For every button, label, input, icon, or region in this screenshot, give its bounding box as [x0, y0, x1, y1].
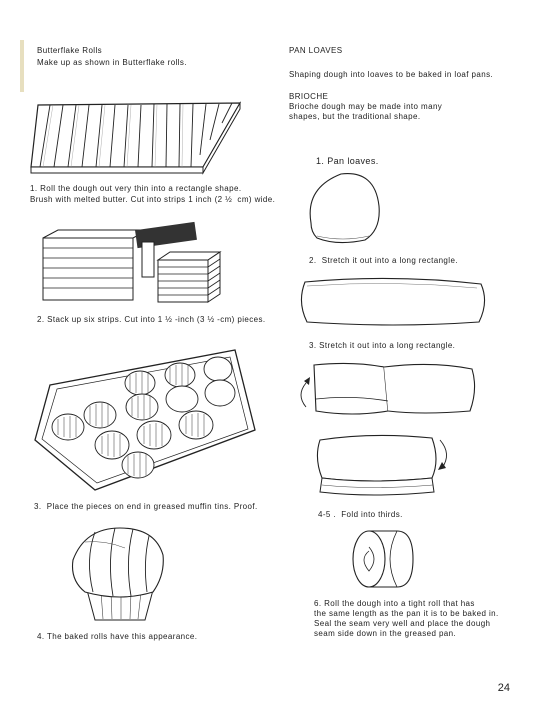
fold-step-illustration: [300, 362, 476, 415]
brioche-line-1: Brioche dough may be made into many: [289, 102, 443, 111]
pan-loaves-caption-3: 3. Stretch it out into a long rectangle.: [309, 341, 456, 350]
step6-caption-4: seam side down in the greased pan.: [314, 629, 457, 638]
pan-loaves-caption-1: 1. Pan loaves.: [316, 156, 379, 166]
page-number: 24: [497, 682, 510, 694]
step4-caption: 4. The baked rolls have this appearance.: [37, 632, 198, 641]
muffin-tin-illustration: [34, 349, 256, 491]
stretched-rectangle-illustration: [300, 277, 486, 326]
step6-caption-2: the same length as the pan it is to be b…: [314, 609, 499, 618]
fold-caption: 4-5 . Fold into thirds.: [318, 510, 403, 519]
brioche-title: BRIOCHE: [289, 92, 329, 101]
butterflake-subtitle: Make up as shown in Butterflake rolls.: [37, 58, 187, 67]
step1-caption: 1. Roll the dough out very thin into a r…: [30, 184, 242, 193]
baked-roll-illustration: [71, 527, 164, 621]
butterflake-title: Butterflake Rolls: [37, 46, 103, 55]
step6-caption-3: Seal the seam very well and place the do…: [314, 619, 491, 628]
page-edge-mark: [20, 40, 24, 92]
pan-loaves-caption-2: 2. Stretch it out into a long rectangle.: [309, 256, 458, 265]
pan-loaves-title: PAN LOAVES: [289, 46, 343, 55]
step1-caption-continued: Brush with melted butter. Cut into strip…: [30, 195, 276, 204]
fold-into-thirds-illustration: [316, 434, 447, 496]
rolled-dough-strips-illustration: [30, 101, 242, 175]
pan-loaves-subtitle: Shaping dough into loaves to be baked in…: [289, 70, 494, 79]
stacked-strips-illustration: [42, 221, 222, 303]
step3-caption: 3. Place the pieces on end in greased mu…: [34, 502, 258, 511]
dough-ball-illustration: [309, 173, 380, 244]
rolled-dough-illustration: [352, 530, 414, 588]
step2-caption: 2. Stack up six strips. Cut into 1 ½ -in…: [37, 315, 266, 324]
step6-caption-1: 6. Roll the dough into a tight roll that…: [314, 599, 475, 608]
brioche-line-2: shapes, but the traditional shape.: [289, 112, 421, 121]
